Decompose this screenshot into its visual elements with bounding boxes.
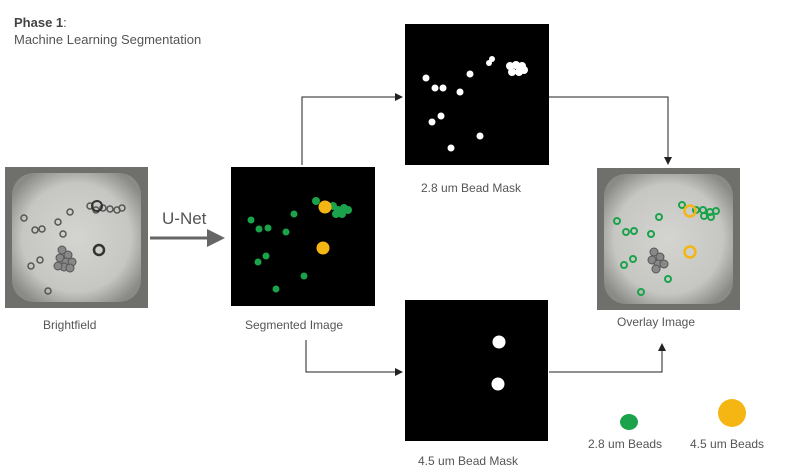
bead-mask-45um bbox=[405, 300, 548, 441]
caption-mask-28um: 2.8 um Bead Mask bbox=[421, 181, 522, 195]
legend-marker-45um bbox=[718, 399, 746, 427]
caption-segmented: Segmented Image bbox=[245, 318, 344, 332]
caption-overlay: Overlay Image bbox=[617, 315, 696, 329]
phase-subtitle: Machine Learning Segmentation bbox=[14, 32, 202, 47]
segmented-image bbox=[231, 167, 375, 306]
brightfield-image bbox=[5, 167, 148, 308]
caption-mask-45um: 4.5 um Bead Mask bbox=[418, 454, 519, 468]
caption-brightfield: Brightfield bbox=[43, 318, 97, 332]
bead-mask-28um bbox=[405, 24, 549, 165]
arrow-28um-to-overlay bbox=[549, 96, 672, 165]
phase-label: Phase 1 bbox=[14, 15, 64, 30]
legend-marker-28um bbox=[620, 414, 638, 430]
arrow-to-28um-mask bbox=[301, 93, 403, 165]
phase-colon: : bbox=[63, 15, 67, 30]
arrow-45um-to-overlay bbox=[549, 343, 666, 373]
legend-label-45um: 4.5 um Beads bbox=[690, 437, 765, 451]
unet-label: U-Net bbox=[162, 209, 207, 228]
arrow-to-45um-mask bbox=[305, 340, 403, 376]
diagram-title: Phase 1: Machine Learning Segmentation bbox=[14, 14, 201, 48]
overlay-image bbox=[597, 168, 740, 310]
legend-label-28um: 2.8 um Beads bbox=[588, 437, 663, 451]
